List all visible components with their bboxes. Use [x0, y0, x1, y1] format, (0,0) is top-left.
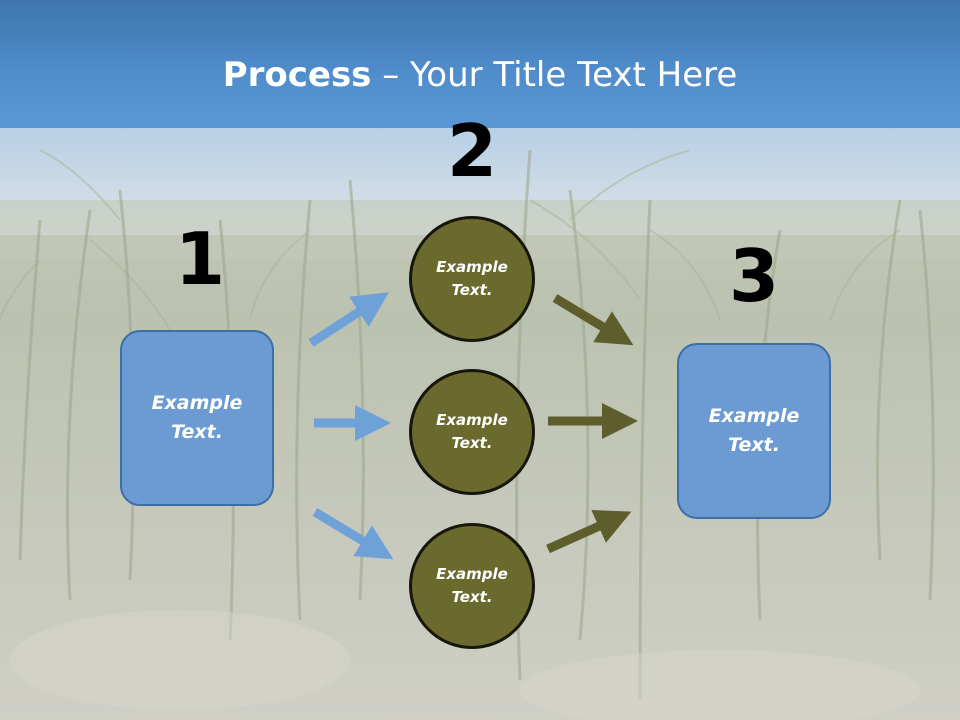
- right-box-text: Example Text.: [708, 405, 800, 456]
- arrow-to-circle-1: [308, 292, 390, 347]
- step-number-2: 2: [446, 109, 498, 193]
- circle-1-text: Example Text.: [436, 258, 508, 299]
- step-number-3: 3: [728, 234, 780, 318]
- arrow-to-circle-3: [312, 508, 394, 560]
- process-circle-2: Example Text.: [409, 369, 535, 495]
- circle-3-text: Example Text.: [436, 565, 508, 606]
- step-number-1: 1: [174, 217, 226, 301]
- right-process-box: Example Text.: [677, 343, 831, 519]
- arrow-from-circle-1: [552, 294, 634, 346]
- title-bold-word: Process: [222, 55, 372, 95]
- process-circle-1: Example Text.: [409, 216, 535, 342]
- circle-2-text: Example Text.: [436, 411, 508, 452]
- left-process-box: Example Text.: [120, 330, 274, 506]
- left-box-text: Example Text.: [151, 392, 243, 443]
- slide-title: Process – Your Title Text Here: [0, 50, 960, 100]
- arrow-from-circle-3: [546, 509, 632, 554]
- process-circle-3: Example Text.: [409, 523, 535, 649]
- title-rest: – Your Title Text Here: [371, 55, 738, 95]
